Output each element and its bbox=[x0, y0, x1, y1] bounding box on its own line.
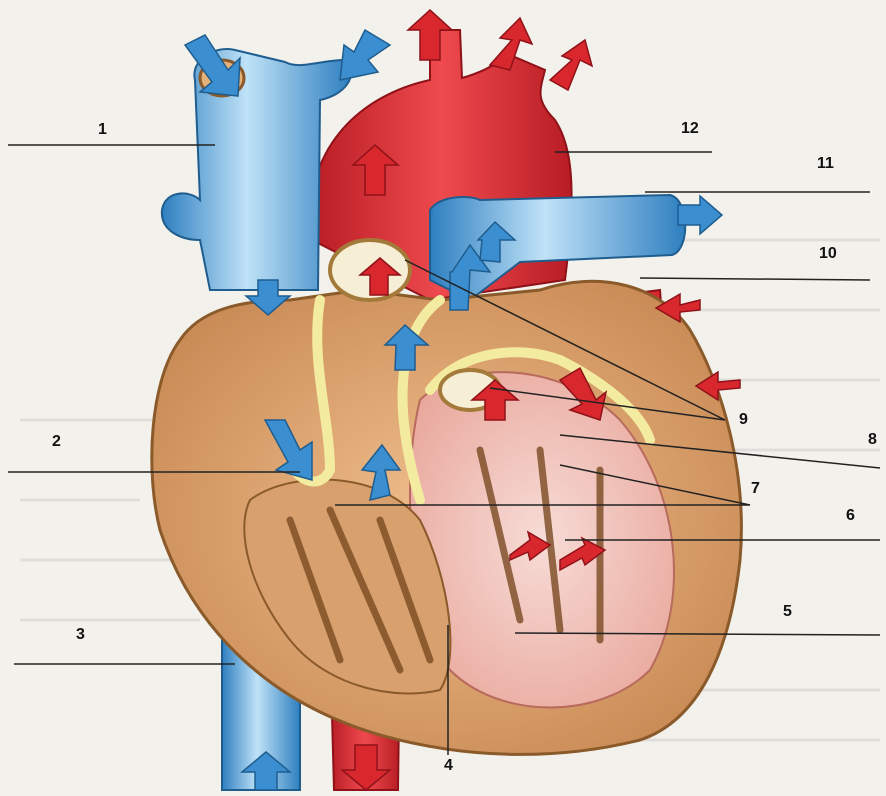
label-2: 2 bbox=[52, 434, 61, 450]
label-6: 6 bbox=[846, 508, 855, 524]
label-9: 9 bbox=[739, 412, 748, 428]
label-7: 7 bbox=[751, 481, 760, 497]
label-3: 3 bbox=[76, 627, 85, 643]
label-12: 12 bbox=[681, 121, 699, 137]
label-4: 4 bbox=[444, 758, 453, 774]
label-5: 5 bbox=[783, 604, 792, 620]
label-1: 1 bbox=[98, 122, 107, 138]
label-10: 10 bbox=[819, 246, 837, 262]
label-8: 8 bbox=[868, 432, 877, 448]
leader-10 bbox=[640, 278, 870, 280]
label-11: 11 bbox=[817, 156, 834, 172]
